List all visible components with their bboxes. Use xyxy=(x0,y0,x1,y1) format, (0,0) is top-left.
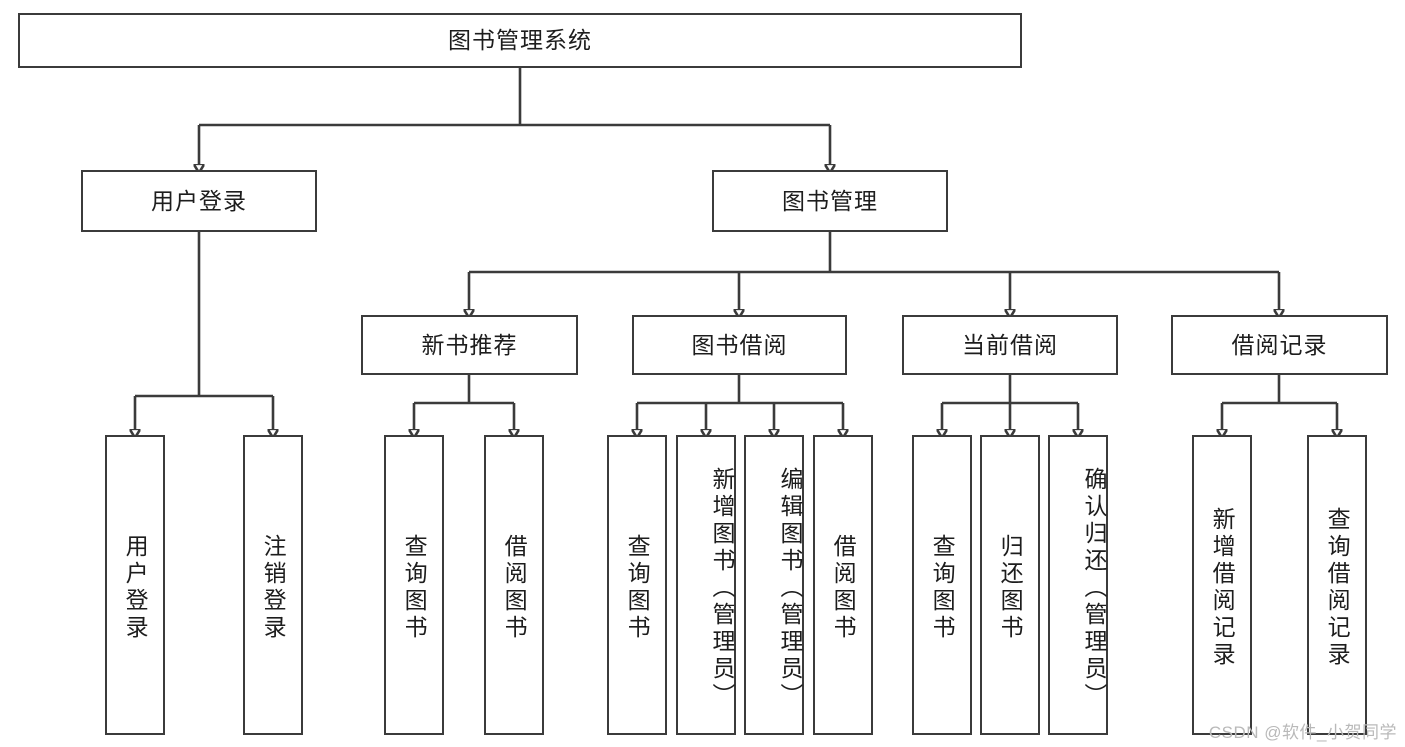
node-root-book-management-system[interactable]: 图书管理系统 xyxy=(18,13,1022,68)
node-label: 归还图书 xyxy=(997,534,1024,642)
leaf-logout[interactable]: 注销登录 xyxy=(243,435,303,735)
node-label: 新增图书（管理员） xyxy=(709,466,735,710)
node-label: 查询图书 xyxy=(401,534,428,642)
node-label: 注销登录 xyxy=(260,534,287,642)
leaf-add-borrow-record[interactable]: 新增借阅记录 xyxy=(1192,435,1252,735)
leaf-edit-book-admin[interactable]: 编辑图书（管理员） xyxy=(744,435,804,735)
node-label: 图书管理 xyxy=(782,187,878,214)
leaf-confirm-return-admin[interactable]: 确认归还（管理员） xyxy=(1048,435,1108,735)
node-label: 借阅记录 xyxy=(1231,331,1328,358)
leaf-query-book-borrow[interactable]: 查询图书 xyxy=(607,435,667,735)
node-borrow-record[interactable]: 借阅记录 xyxy=(1171,315,1388,375)
node-book-borrow[interactable]: 图书借阅 xyxy=(632,315,847,375)
node-label: 编辑图书（管理员） xyxy=(777,466,803,710)
leaf-user-login[interactable]: 用户登录 xyxy=(105,435,165,735)
leaf-borrow-book-newbook[interactable]: 借阅图书 xyxy=(484,435,544,735)
node-label: 借阅图书 xyxy=(501,534,528,642)
node-label: 查询图书 xyxy=(624,534,651,642)
node-label: 用户登录 xyxy=(122,534,149,642)
node-label: 查询借阅记录 xyxy=(1324,507,1351,669)
leaf-query-book-newbook[interactable]: 查询图书 xyxy=(384,435,444,735)
node-label: 借阅图书 xyxy=(830,534,857,642)
watermark-text: CSDN @软件_小贺同学 xyxy=(1208,723,1397,742)
node-label: 图书管理系统 xyxy=(448,27,592,54)
node-user-login[interactable]: 用户登录 xyxy=(81,170,317,232)
leaf-return-book[interactable]: 归还图书 xyxy=(980,435,1040,735)
leaf-query-book-current[interactable]: 查询图书 xyxy=(912,435,972,735)
node-label: 查询图书 xyxy=(929,534,956,642)
leaf-query-borrow-record[interactable]: 查询借阅记录 xyxy=(1307,435,1367,735)
node-label: 用户登录 xyxy=(151,187,247,214)
leaf-add-book-admin[interactable]: 新增图书（管理员） xyxy=(676,435,736,735)
node-current-borrow[interactable]: 当前借阅 xyxy=(902,315,1118,375)
node-label: 图书借阅 xyxy=(691,331,788,358)
node-label: 新增借阅记录 xyxy=(1209,507,1236,669)
leaf-borrow-book[interactable]: 借阅图书 xyxy=(813,435,873,735)
node-new-book-recommend[interactable]: 新书推荐 xyxy=(361,315,578,375)
node-label: 新书推荐 xyxy=(421,331,518,358)
node-label: 确认归还（管理员） xyxy=(1081,466,1107,710)
node-book-management[interactable]: 图书管理 xyxy=(712,170,948,232)
node-label: 当前借阅 xyxy=(962,331,1058,358)
